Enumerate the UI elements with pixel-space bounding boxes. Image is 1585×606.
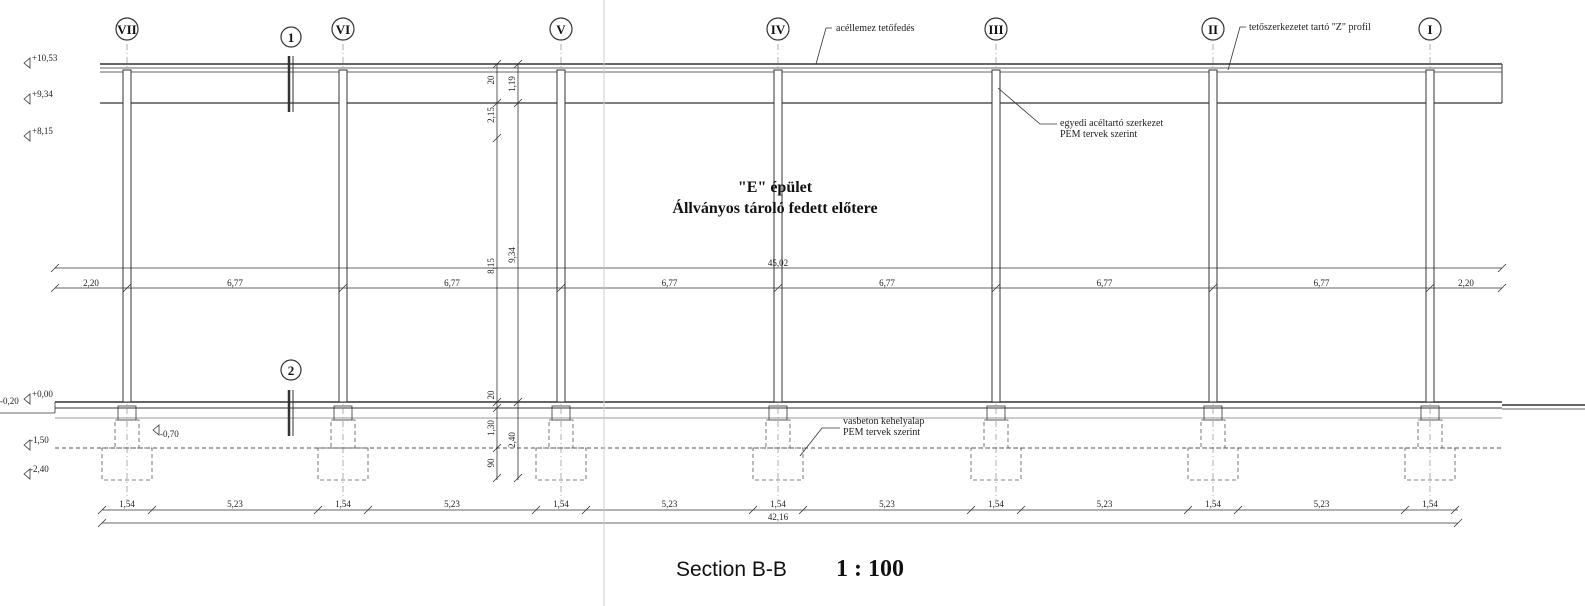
axis-bubble-III: III: [984, 17, 1008, 41]
label-z-profile: tetőszerkezetet tartó "Z" profil: [1249, 22, 1371, 33]
drawing-title: "E" épület Állványos tároló fedett előte…: [672, 179, 877, 217]
axis-bubble-VI: VI: [331, 17, 355, 41]
dim-v-20-top: 20: [486, 75, 496, 85]
dimension-top-total: 45,02: [50, 258, 1507, 273]
dim-v-2-15: 2,15: [486, 107, 496, 123]
axis-label-I: I: [1427, 22, 1432, 37]
label-steel-structure-ref: PEM tervek szerint: [1060, 129, 1137, 140]
dim-v-1-30: 1,30: [486, 420, 496, 436]
dim-v-1-19: 1,19: [507, 76, 517, 92]
level-minus-0-70: -0,70: [160, 429, 179, 439]
column-V: [535, 44, 587, 500]
dimension-top-chain: 2,20 6,77 6,77 6,77 6,77 6,77 6,77 2,20: [50, 278, 1507, 293]
dim-v-9-34: 9,34: [507, 247, 517, 263]
dim-bottom-span: 5,23: [1314, 499, 1330, 509]
level-markers: +10,53 +9,34 +8,15 +0,00 -0,20 -1,50 -2,…: [0, 53, 179, 480]
level-8-15: +8,15: [32, 126, 53, 136]
section-mark-bottom-label: 2: [288, 363, 295, 378]
column-III: [970, 44, 1022, 500]
dim-total-bottom: 42,16: [768, 512, 789, 522]
dim-top-span: 6,77: [1314, 278, 1330, 288]
roof-structure: [100, 63, 1503, 104]
level-minus-1-50: -1,50: [30, 435, 49, 445]
column-VII: [101, 44, 153, 500]
dimension-bottom-total: 42,16: [97, 512, 1463, 528]
level-0-00: +0,00: [32, 389, 53, 399]
section-mark-top: 1: [280, 26, 302, 112]
axis-bubble-II: II: [1201, 17, 1225, 41]
dim-bottom-span: 5,23: [1097, 499, 1113, 509]
dim-top-span: 2,20: [1458, 278, 1474, 288]
axis-label-II: II: [1208, 22, 1218, 37]
columns: [101, 44, 1456, 500]
axis-bubble-V: V: [549, 17, 573, 41]
scale-label: 1 : 100: [836, 556, 904, 582]
dim-bottom-span: 5,23: [879, 499, 895, 509]
ground-slab: [0, 401, 1585, 449]
dim-bottom-span: 1,54: [770, 499, 786, 509]
dim-v-20-bottom: 20: [486, 390, 496, 400]
dim-bottom-span: 5,23: [444, 499, 460, 509]
column-I: [1404, 44, 1456, 500]
level-minus-0-20: -0,20: [0, 396, 19, 406]
column-II: [1187, 44, 1239, 500]
dim-top-span: 2,20: [83, 278, 99, 288]
axis-label-IV: IV: [771, 22, 786, 37]
dim-top-span: 6,77: [444, 278, 460, 288]
axis-label-III: III: [988, 22, 1003, 37]
section-mark-top-label: 1: [288, 30, 295, 45]
dim-bottom-span: 1,54: [119, 499, 135, 509]
dim-total-top: 45,02: [768, 258, 788, 268]
axis-bubble-IV: IV: [766, 17, 790, 41]
dim-bottom-span: 1,54: [1205, 499, 1221, 509]
dimension-bottom-chain: 1,54 5,23 1,54 5,23 1,54 5,23 1,54 5,23 1,54 5,23…: [97, 499, 1460, 515]
dim-top-span: 6,77: [662, 278, 678, 288]
level-9-34: +9,34: [32, 89, 53, 99]
label-roof: acéllemez tetőfedés: [836, 23, 915, 34]
dim-bottom-span: 1,54: [988, 499, 1004, 509]
level-minus-2-40: -2,40: [30, 464, 49, 474]
dim-v-2-40: 2,40: [507, 432, 517, 448]
section-title: Section B-B: [676, 558, 787, 581]
section-mark-bottom: 2: [280, 359, 302, 436]
dim-bottom-span: 5,23: [662, 499, 678, 509]
label-foundation: vasbeton kehelyalap: [843, 416, 924, 427]
dimension-vertical: 20 1,19 2,15 8,15 9,34 20 1,30 2,40 90: [486, 59, 523, 483]
dim-v-8-15: 8,15: [486, 258, 496, 274]
dim-bottom-span: 1,54: [335, 499, 351, 509]
axis-bubble-I: I: [1418, 17, 1442, 41]
dim-top-span: 6,77: [879, 278, 895, 288]
column-IV: [752, 44, 804, 500]
axis-bubble-VII: VII: [115, 17, 139, 41]
label-foundation-ref: PEM tervek szerint: [843, 427, 920, 438]
column-VI: [317, 44, 369, 500]
dim-bottom-span: 1,54: [553, 499, 569, 509]
label-steel-structure: egyedi acéltartó szerkezet: [1060, 118, 1163, 129]
title-line-1: "E" épület: [738, 179, 813, 196]
dim-top-span: 6,77: [227, 278, 243, 288]
dim-bottom-span: 5,23: [227, 499, 243, 509]
axis-label-VII: VII: [117, 22, 137, 37]
dim-top-span: 6,77: [1097, 278, 1113, 288]
annotations: acéllemez tetőfedés tetőszerkezetet tart…: [799, 22, 1371, 457]
level-10-53: +10,53: [32, 53, 58, 63]
axis-label-V: V: [556, 22, 566, 37]
dim-v-90: 90: [486, 458, 496, 468]
title-line-2: Állványos tároló fedett előtere: [672, 198, 877, 217]
dim-bottom-span: 1,54: [1422, 499, 1438, 509]
axis-label-VI: VI: [336, 22, 350, 37]
